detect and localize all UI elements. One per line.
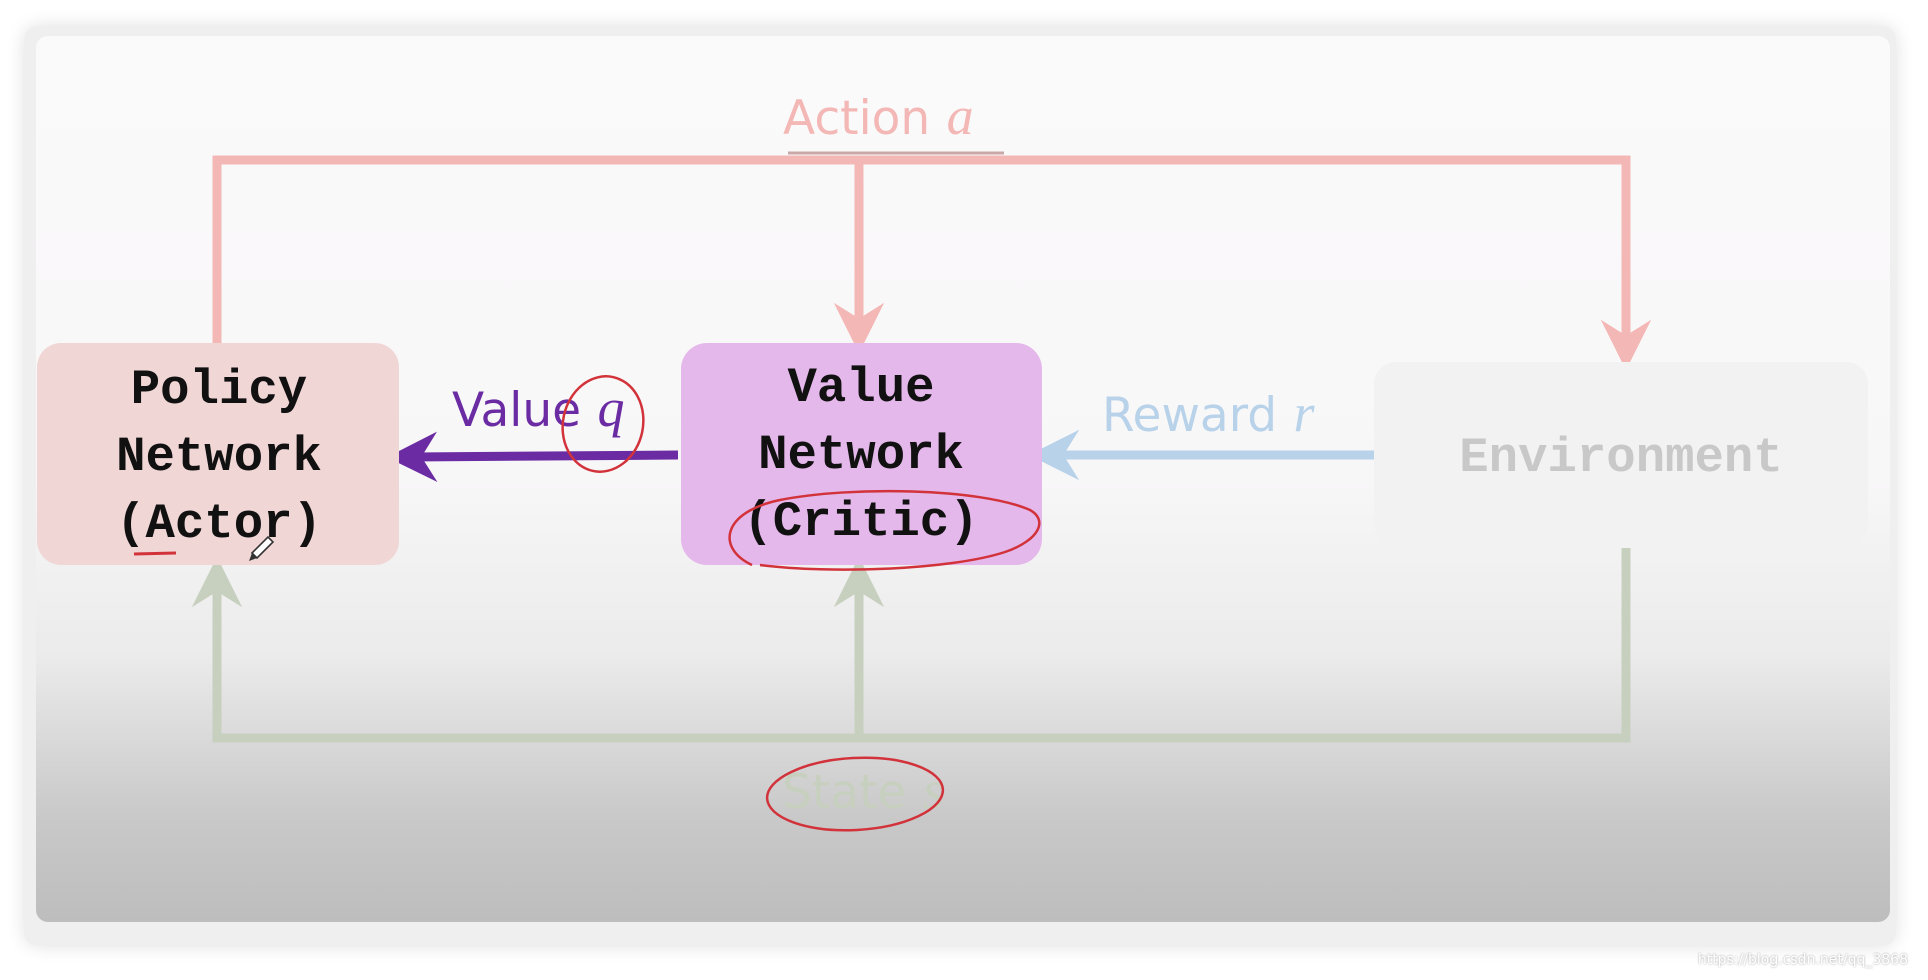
- environment-box: [1374, 362, 1868, 546]
- reward-edge: Reward r: [1028, 383, 1374, 481]
- policy-network-box: [37, 343, 399, 565]
- policy-network-node: Policy Network (Actor): [37, 343, 399, 565]
- value-network-line3: (Critic): [743, 494, 978, 550]
- reward-label: Reward r: [1102, 383, 1316, 443]
- state-edge: State s: [191, 548, 1631, 832]
- policy-network-line1: Policy: [131, 362, 307, 418]
- action-label: Action a: [783, 86, 974, 146]
- policy-network-line2: Network: [116, 429, 322, 485]
- value-network-node: Value Network (Critic): [681, 343, 1042, 571]
- state-label: State s: [782, 760, 944, 820]
- state-annotation-circle: [765, 756, 945, 832]
- reward-label-symbol: r: [1294, 383, 1316, 443]
- actor-annotation-underline: [133, 551, 177, 556]
- policy-network-line3: (Actor): [116, 496, 322, 552]
- q-annotation-circle: [561, 375, 645, 473]
- value-network-line2: Network: [758, 427, 964, 483]
- critic-annotation-circle: [728, 489, 1041, 571]
- action-label-symbol: a: [947, 86, 974, 146]
- value-q-label: Value q: [452, 378, 625, 438]
- reward-label-word: Reward: [1102, 388, 1277, 443]
- watermark-url: https://blog.csdn.net/qq_3868: [1697, 952, 1908, 968]
- environment-node: Environment: [1374, 362, 1868, 546]
- state-label-word: State: [782, 765, 906, 820]
- state-line-bottom: [212, 548, 1631, 743]
- value-network-line1: Value: [787, 360, 934, 416]
- value-q-label-symbol: q: [598, 378, 625, 438]
- action-line-top: [212, 155, 1631, 343]
- action-edge: Action a: [212, 86, 1652, 371]
- value-q-edge: Value q: [386, 375, 679, 483]
- pen-cursor-icon: [249, 535, 275, 561]
- action-label-word: Action: [783, 91, 930, 146]
- state-label-symbol: s: [923, 760, 944, 820]
- value-q-arrow: [386, 431, 679, 483]
- value-network-box: [681, 343, 1042, 565]
- value-q-label-word: Value: [452, 383, 581, 438]
- environment-label: Environment: [1459, 430, 1782, 486]
